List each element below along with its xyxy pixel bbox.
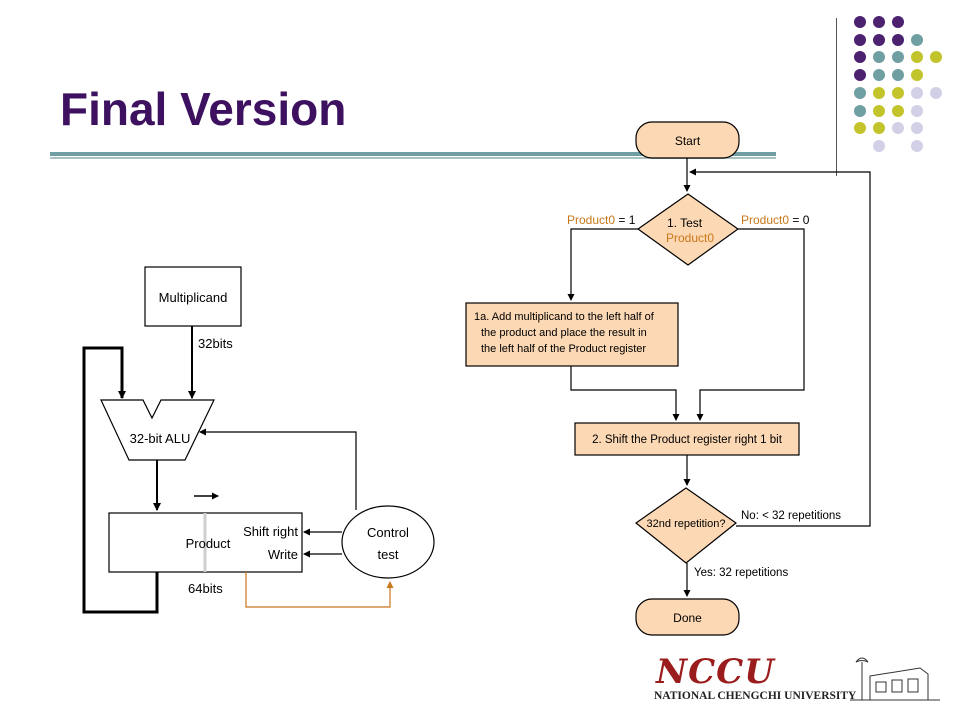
- done-label: Done: [673, 611, 702, 625]
- step-1a-line1: 1a. Add multiplicand to the left half of: [474, 311, 655, 323]
- add-to-shift-arrow: [570, 366, 680, 421]
- multiplicand-width-label: 32bits: [198, 336, 233, 351]
- step-1a-box: [465, 302, 679, 367]
- step-2-label: 2. Shift the Product register right 1 bi…: [592, 434, 783, 446]
- step-1a-line2: the product and place the result in: [481, 327, 647, 339]
- step-2-box: [574, 422, 800, 456]
- branch-left-label: Product0 = 1: [567, 213, 636, 227]
- university-building-illustration: [850, 657, 940, 701]
- flowchart: Start 1. Test Product0 Product0 = 1 Prod…: [465, 121, 871, 636]
- control-to-alu-line: [199, 428, 357, 510]
- nccu-logo: NCCU NATIONAL CHENGCHI UNIVERSITY: [654, 652, 856, 710]
- alu-label: 32-bit ALU: [130, 431, 191, 446]
- product-bit-test-line: [245, 572, 394, 608]
- product-feedback-loop: [82, 346, 159, 614]
- test-label-line2: Product0: [666, 231, 714, 245]
- start-label: Start: [675, 134, 701, 148]
- decor-dots: [854, 16, 942, 152]
- decor-divider: [836, 18, 837, 176]
- multiplicand-register: [144, 266, 242, 327]
- branch-right-value: = 0: [789, 213, 810, 227]
- write-label: Write: [268, 547, 298, 562]
- loop-back-arrow: [689, 168, 871, 527]
- repetition-label: 32nd repetition?: [647, 518, 726, 530]
- product-label: Product: [186, 536, 231, 551]
- hardware-diagram: Multiplicand 32bits 32-bit ALU Product S…: [82, 266, 435, 614]
- nccu-logo-mark: NCCU: [656, 652, 775, 692]
- yes-repetition-label: Yes: 32 repetitions: [694, 567, 788, 579]
- no-repetition-label: No: < 32 repetitions: [741, 510, 841, 522]
- product-width-label: 64bits: [188, 581, 223, 596]
- branch-left-value: = 1: [615, 213, 636, 227]
- alu-shape: [100, 399, 215, 461]
- branch-left-name: Product0: [567, 213, 615, 227]
- slide-title: Final Version: [60, 83, 347, 135]
- multiplicand-label: Multiplicand: [159, 290, 228, 305]
- branch-right-name: Product0: [741, 213, 789, 227]
- shift-right-label: Shift right: [243, 524, 298, 539]
- test-decision: [636, 193, 740, 266]
- yes-branch-to-add-arrow: [567, 228, 638, 301]
- repetition-decision: [634, 487, 738, 564]
- no-branch-to-shift-arrow: [696, 228, 805, 421]
- done-terminal: [635, 598, 740, 636]
- university-name: NATIONAL CHENGCHI UNIVERSITY: [654, 690, 857, 702]
- test-label: test: [378, 547, 399, 562]
- branch-right-label: Product0 = 0: [741, 213, 810, 227]
- control-test-unit: [341, 505, 435, 579]
- step-1a-line3: the left half of the Product register: [481, 343, 646, 355]
- title-underline-shadow: [50, 157, 776, 159]
- title-underline: [50, 152, 776, 156]
- test-label-line1: 1. Test: [667, 216, 703, 230]
- control-label: Control: [367, 525, 409, 540]
